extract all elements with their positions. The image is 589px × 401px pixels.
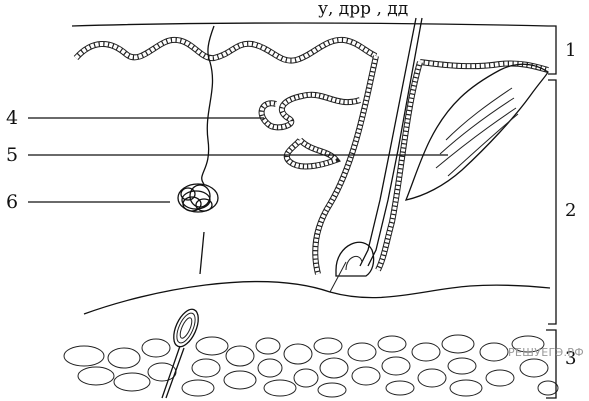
label-6: 6 bbox=[6, 191, 18, 213]
sweat-gland bbox=[178, 26, 218, 274]
watermark: РЕШУЕГЭ.РФ bbox=[508, 346, 584, 359]
layer-brackets bbox=[546, 26, 556, 398]
layer-label-1: 1 bbox=[565, 40, 576, 61]
label-4: 4 bbox=[6, 107, 18, 129]
layer-label-2: 2 bbox=[565, 200, 576, 221]
arrector-pili-muscle bbox=[406, 64, 548, 200]
label-5: 5 bbox=[6, 144, 18, 166]
header-text-fragment: у, дрр , дд bbox=[318, 0, 408, 19]
dermis-lower-border bbox=[84, 282, 550, 314]
sebaceous-gland bbox=[262, 95, 360, 167]
epidermis-layer bbox=[72, 23, 548, 70]
subcutaneous-fat-layer bbox=[64, 335, 558, 397]
